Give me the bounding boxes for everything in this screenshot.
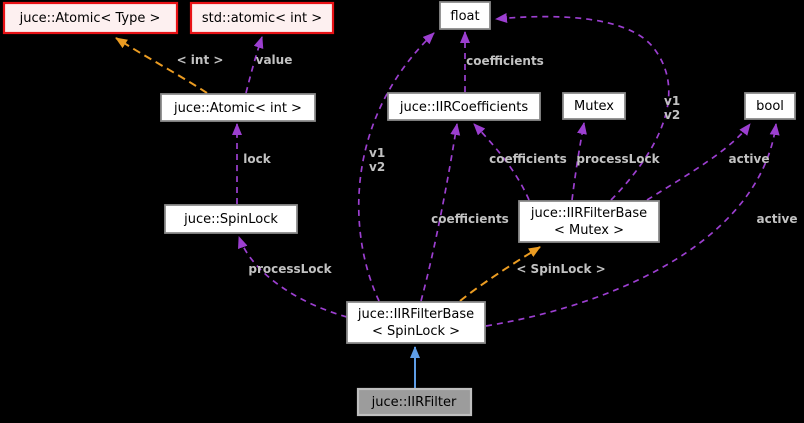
node-juce-atomic-type-label: juce::Atomic< Type > <box>19 11 161 26</box>
node-float: float <box>439 1 491 30</box>
node-juce-iirfilterbase-mutex-label-line2: < Mutex > <box>554 223 624 238</box>
node-std-atomic-int[interactable]: std::atomic< int > <box>189 1 335 35</box>
node-juce-atomic-int-box <box>160 93 316 122</box>
edge-label-v1-right: v1 <box>664 94 680 108</box>
edge-base-mutex-to-float <box>495 13 670 201</box>
edge-labels: < int > value lock coefficients v1 v2 v1… <box>177 53 798 276</box>
node-juce-iirfilterbase-spinlock-label-line1: juce::IIRFilterBase <box>357 307 474 322</box>
node-juce-iirfilter-label: juce::IIRFilter <box>371 395 457 410</box>
edge-label-active-mutex: active <box>728 152 769 166</box>
node-juce-iirfilter: juce::IIRFilter <box>356 387 473 417</box>
node-juce-iirfilterbase-mutex[interactable]: juce::IIRFilterBase < Mutex > <box>518 200 660 243</box>
edge-label-lock: lock <box>243 152 271 166</box>
edge-label-template-spinlock: < SpinLock > <box>516 262 605 276</box>
edge-label-coefficients-mid: coefficients <box>489 152 567 166</box>
node-juce-iirfilterbase-mutex-box <box>518 200 660 243</box>
edge-label-v2-right: v2 <box>664 108 680 122</box>
node-juce-atomic-type[interactable]: juce::Atomic< Type > <box>2 1 179 35</box>
node-bool-label: bool <box>756 99 784 114</box>
edge-label-v1-left: v1 <box>369 146 385 160</box>
edge-label-processlock-mutex: processLock <box>576 152 660 166</box>
node-juce-atomic-int-label: juce::Atomic< int > <box>173 101 302 116</box>
node-juce-iircoefficients-box <box>387 92 541 121</box>
edge-base-mutex-to-mutex <box>571 122 587 201</box>
node-float-box <box>439 1 491 30</box>
node-mutex-label: Mutex <box>574 99 614 114</box>
edge-label-processlock-spinlock: processLock <box>248 262 332 276</box>
edge-label-template-int: < int > <box>177 53 224 67</box>
node-juce-iirfilterbase-spinlock[interactable]: juce::IIRFilterBase < SpinLock > <box>346 301 486 344</box>
edge-base-spinlock-to-base-mutex <box>459 246 541 302</box>
node-juce-iirfilterbase-spinlock-box <box>346 301 486 344</box>
edge-base-spinlock-to-iircoefficients <box>420 123 461 302</box>
node-float-label: float <box>450 9 479 24</box>
nodes: juce::Atomic< Type > std::atomic< int > … <box>2 1 796 417</box>
edge-base-spinlock-to-bool <box>485 123 780 327</box>
node-juce-iircoefficients-label: juce::IIRCoefficients <box>399 100 529 115</box>
node-juce-atomic-int[interactable]: juce::Atomic< int > <box>160 93 316 122</box>
node-juce-iirfilterbase-spinlock-label-line2: < SpinLock > <box>372 324 460 339</box>
edge-base-spinlock-to-spinlock <box>238 236 348 318</box>
node-std-atomic-int-label: std::atomic< int > <box>202 11 322 26</box>
node-juce-spinlock-label: juce::SpinLock <box>183 212 278 227</box>
edge-label-value: value <box>256 53 293 67</box>
node-juce-atomic-type-box <box>2 1 179 35</box>
edge-label-coefficients-top: coefficients <box>466 54 544 68</box>
node-juce-iirfilterbase-mutex-label-line1: juce::IIRFilterBase <box>530 206 647 221</box>
node-mutex-box <box>562 92 626 120</box>
edge-base-spinlock-to-float <box>357 32 435 302</box>
edge-atomic-int-to-std-atomic <box>245 36 264 94</box>
edge-label-coefficients-low: coefficients <box>431 212 509 226</box>
node-bool-box <box>744 92 796 120</box>
node-std-atomic-int-box <box>189 1 335 35</box>
edge-label-active-spinlock: active <box>756 212 797 226</box>
edges <box>115 13 780 388</box>
edge-atomic-int-to-atomic-type <box>115 37 208 94</box>
node-juce-iirfilter-box <box>356 387 473 417</box>
edge-label-v2-left: v2 <box>369 160 385 174</box>
node-mutex: Mutex <box>562 92 626 120</box>
node-juce-spinlock-box <box>164 204 298 234</box>
node-juce-iircoefficients[interactable]: juce::IIRCoefficients <box>387 92 541 121</box>
node-bool: bool <box>744 92 796 120</box>
node-juce-spinlock[interactable]: juce::SpinLock <box>164 204 298 234</box>
edge-base-mutex-to-iircoefficients <box>473 123 530 201</box>
